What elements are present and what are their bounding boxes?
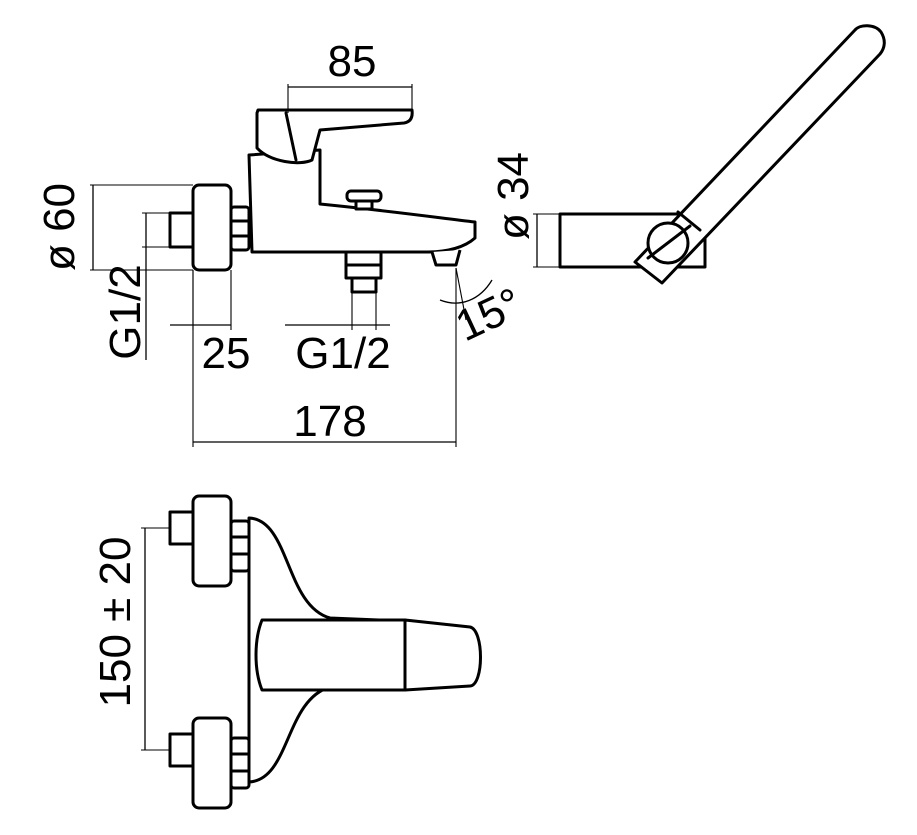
dimension-lines [90, 84, 560, 751]
lever-handle [255, 108, 414, 165]
label-thread-bottom: G1/2 [295, 329, 390, 378]
front-lever [254, 618, 482, 692]
label-diameter-34: ø 34 [489, 152, 538, 240]
inlet-pipe [168, 211, 195, 249]
lower-inlet-pipe [168, 732, 195, 768]
label-25: 25 [202, 329, 251, 378]
hand-shower [633, 24, 886, 285]
upper-nut [229, 519, 251, 573]
mixer-body [247, 148, 477, 254]
label-85: 85 [328, 37, 377, 86]
dimension-labels: 85 ø 60 G1/2 25 G1/2 178 15° ø 34 150 ± … [35, 37, 538, 707]
side-view [168, 24, 886, 294]
bottom-outlet-pipe [350, 276, 378, 294]
connecting-nut [229, 205, 251, 252]
label-150-20: 150 ± 20 [91, 537, 140, 708]
upper-inlet-pipe [168, 510, 195, 546]
front-view [168, 494, 482, 810]
label-178: 178 [293, 397, 366, 446]
spout-aerator [430, 249, 462, 267]
lower-flange [191, 716, 233, 810]
wall-flange [191, 183, 233, 272]
label-thread-left: G1/2 [101, 264, 150, 359]
lower-nut [229, 736, 251, 790]
label-diameter-60: ø 60 [35, 183, 84, 271]
upper-flange [191, 494, 233, 588]
diverter-stem [354, 199, 374, 211]
